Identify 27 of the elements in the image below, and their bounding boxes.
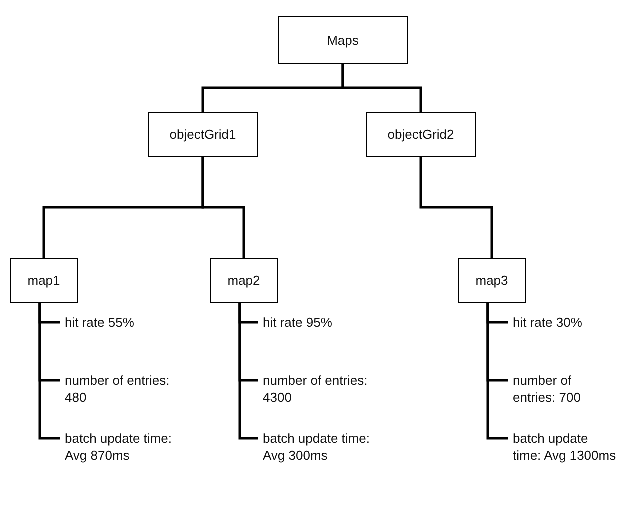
node-label: objectGrid2 <box>388 127 454 142</box>
statistic-label: number of entries: 480 <box>65 372 185 406</box>
connector-line <box>486 303 508 440</box>
statistic-label: number of entries: 700 <box>513 372 617 406</box>
connector-line <box>342 64 422 112</box>
tree-node-box <box>278 16 408 64</box>
node-label: map3 <box>476 273 508 288</box>
connector-line <box>420 157 494 258</box>
tree-node-box <box>148 112 258 157</box>
node-label: objectGrid1 <box>170 127 236 142</box>
tree-node-box <box>366 112 476 157</box>
statistic-label: hit rate 95% <box>263 314 383 331</box>
connector-line <box>38 303 60 440</box>
tree-node-box <box>458 258 526 303</box>
tree-node-box <box>10 258 78 303</box>
node-label: map1 <box>28 273 60 288</box>
statistic-label: hit rate 55% <box>65 314 185 331</box>
node-label: map2 <box>228 273 260 288</box>
connector-line <box>202 157 246 258</box>
statistic-label: number of entries: 4300 <box>263 372 383 406</box>
statistic-label: hit rate 30% <box>513 314 617 331</box>
node-label: Maps <box>327 32 359 48</box>
connector-line <box>238 303 258 440</box>
tree-node-box <box>210 258 278 303</box>
statistic-label: batch update time: Avg 300ms <box>263 430 388 464</box>
statistic-label: batch update time: Avg 870ms <box>65 430 190 464</box>
statistic-label: batch update time: Avg 1300ms <box>513 430 617 464</box>
